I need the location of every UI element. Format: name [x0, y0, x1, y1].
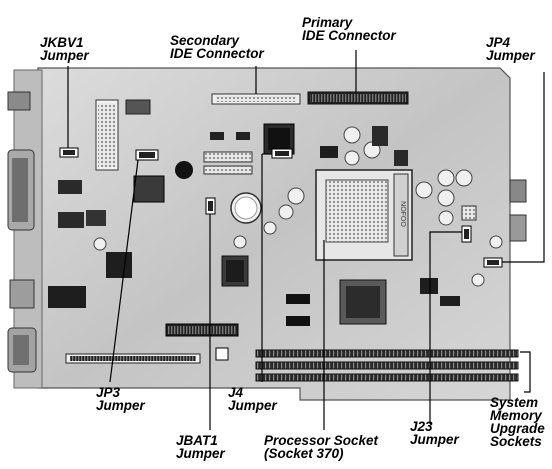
leader-j23	[429, 231, 462, 424]
vga-port-inner	[13, 335, 29, 365]
capacitors	[93, 126, 503, 287]
chip-left-6	[86, 210, 106, 226]
processor-socket-lever	[393, 173, 409, 257]
leader-jp3	[109, 159, 139, 383]
chip-right-1	[420, 278, 438, 294]
chip-left-1	[133, 175, 165, 203]
chip-small-1	[210, 132, 224, 140]
primary-ide-pins	[310, 94, 406, 102]
label-primary-ide-connector: Primary IDE Connector	[302, 15, 396, 43]
chip-left-2	[58, 180, 82, 194]
label-jkbv1-jumper: JKBV1 Jumper	[40, 35, 89, 63]
label-j4-jumper: J4 Jumper	[228, 385, 277, 413]
processor-socket-pins	[325, 179, 389, 243]
jp3-jumper-block	[215, 347, 229, 361]
header-grid-2	[203, 165, 253, 175]
regulator-1	[372, 126, 388, 146]
memory-chip-2	[286, 316, 310, 326]
leader-jp4	[502, 72, 545, 263]
label-jp4-jumper: JP4 Jumper	[486, 35, 535, 63]
memory-chip-1	[286, 294, 310, 304]
usb-ports	[9, 279, 35, 309]
leader-memory	[520, 351, 531, 393]
dimm-socket-2	[255, 361, 519, 370]
ps2-connector-upper	[7, 91, 31, 111]
audio-jack-2	[509, 214, 527, 242]
serial-port-inner	[12, 158, 28, 222]
leader-lines	[67, 50, 545, 430]
regulator-2	[320, 146, 338, 158]
power-connector-pins	[98, 103, 116, 167]
label-j23-jumper: J23 Jumper	[410, 419, 459, 447]
header-right	[461, 205, 477, 221]
label-processor-socket: Processor Socket (Socket 370)	[264, 433, 379, 461]
label-jp3-jumper: JP3 Jumper	[96, 385, 145, 413]
header-grid	[203, 151, 253, 163]
socket-marking: NOFOO	[399, 201, 406, 227]
chip-small-2	[236, 132, 250, 140]
dimm-socket-1	[255, 349, 519, 358]
dimm-socket-3	[255, 373, 519, 382]
label-system-memory-sockets: System Memory Upgrade Sockets	[490, 395, 545, 449]
label-secondary-ide-connector: Secondary IDE Connector	[170, 33, 264, 61]
chip-left-5	[48, 286, 86, 308]
chip-right-2	[440, 296, 460, 306]
label-jbat1-jumper: JBAT1 Jumper	[176, 433, 225, 461]
chip-left-3	[58, 212, 84, 228]
regulator-3	[394, 150, 408, 166]
buzzer	[175, 161, 193, 179]
chip-left-4	[106, 252, 132, 278]
fan-header	[125, 99, 151, 115]
audio-jack	[509, 179, 527, 203]
secondary-ide-pins	[216, 96, 296, 102]
